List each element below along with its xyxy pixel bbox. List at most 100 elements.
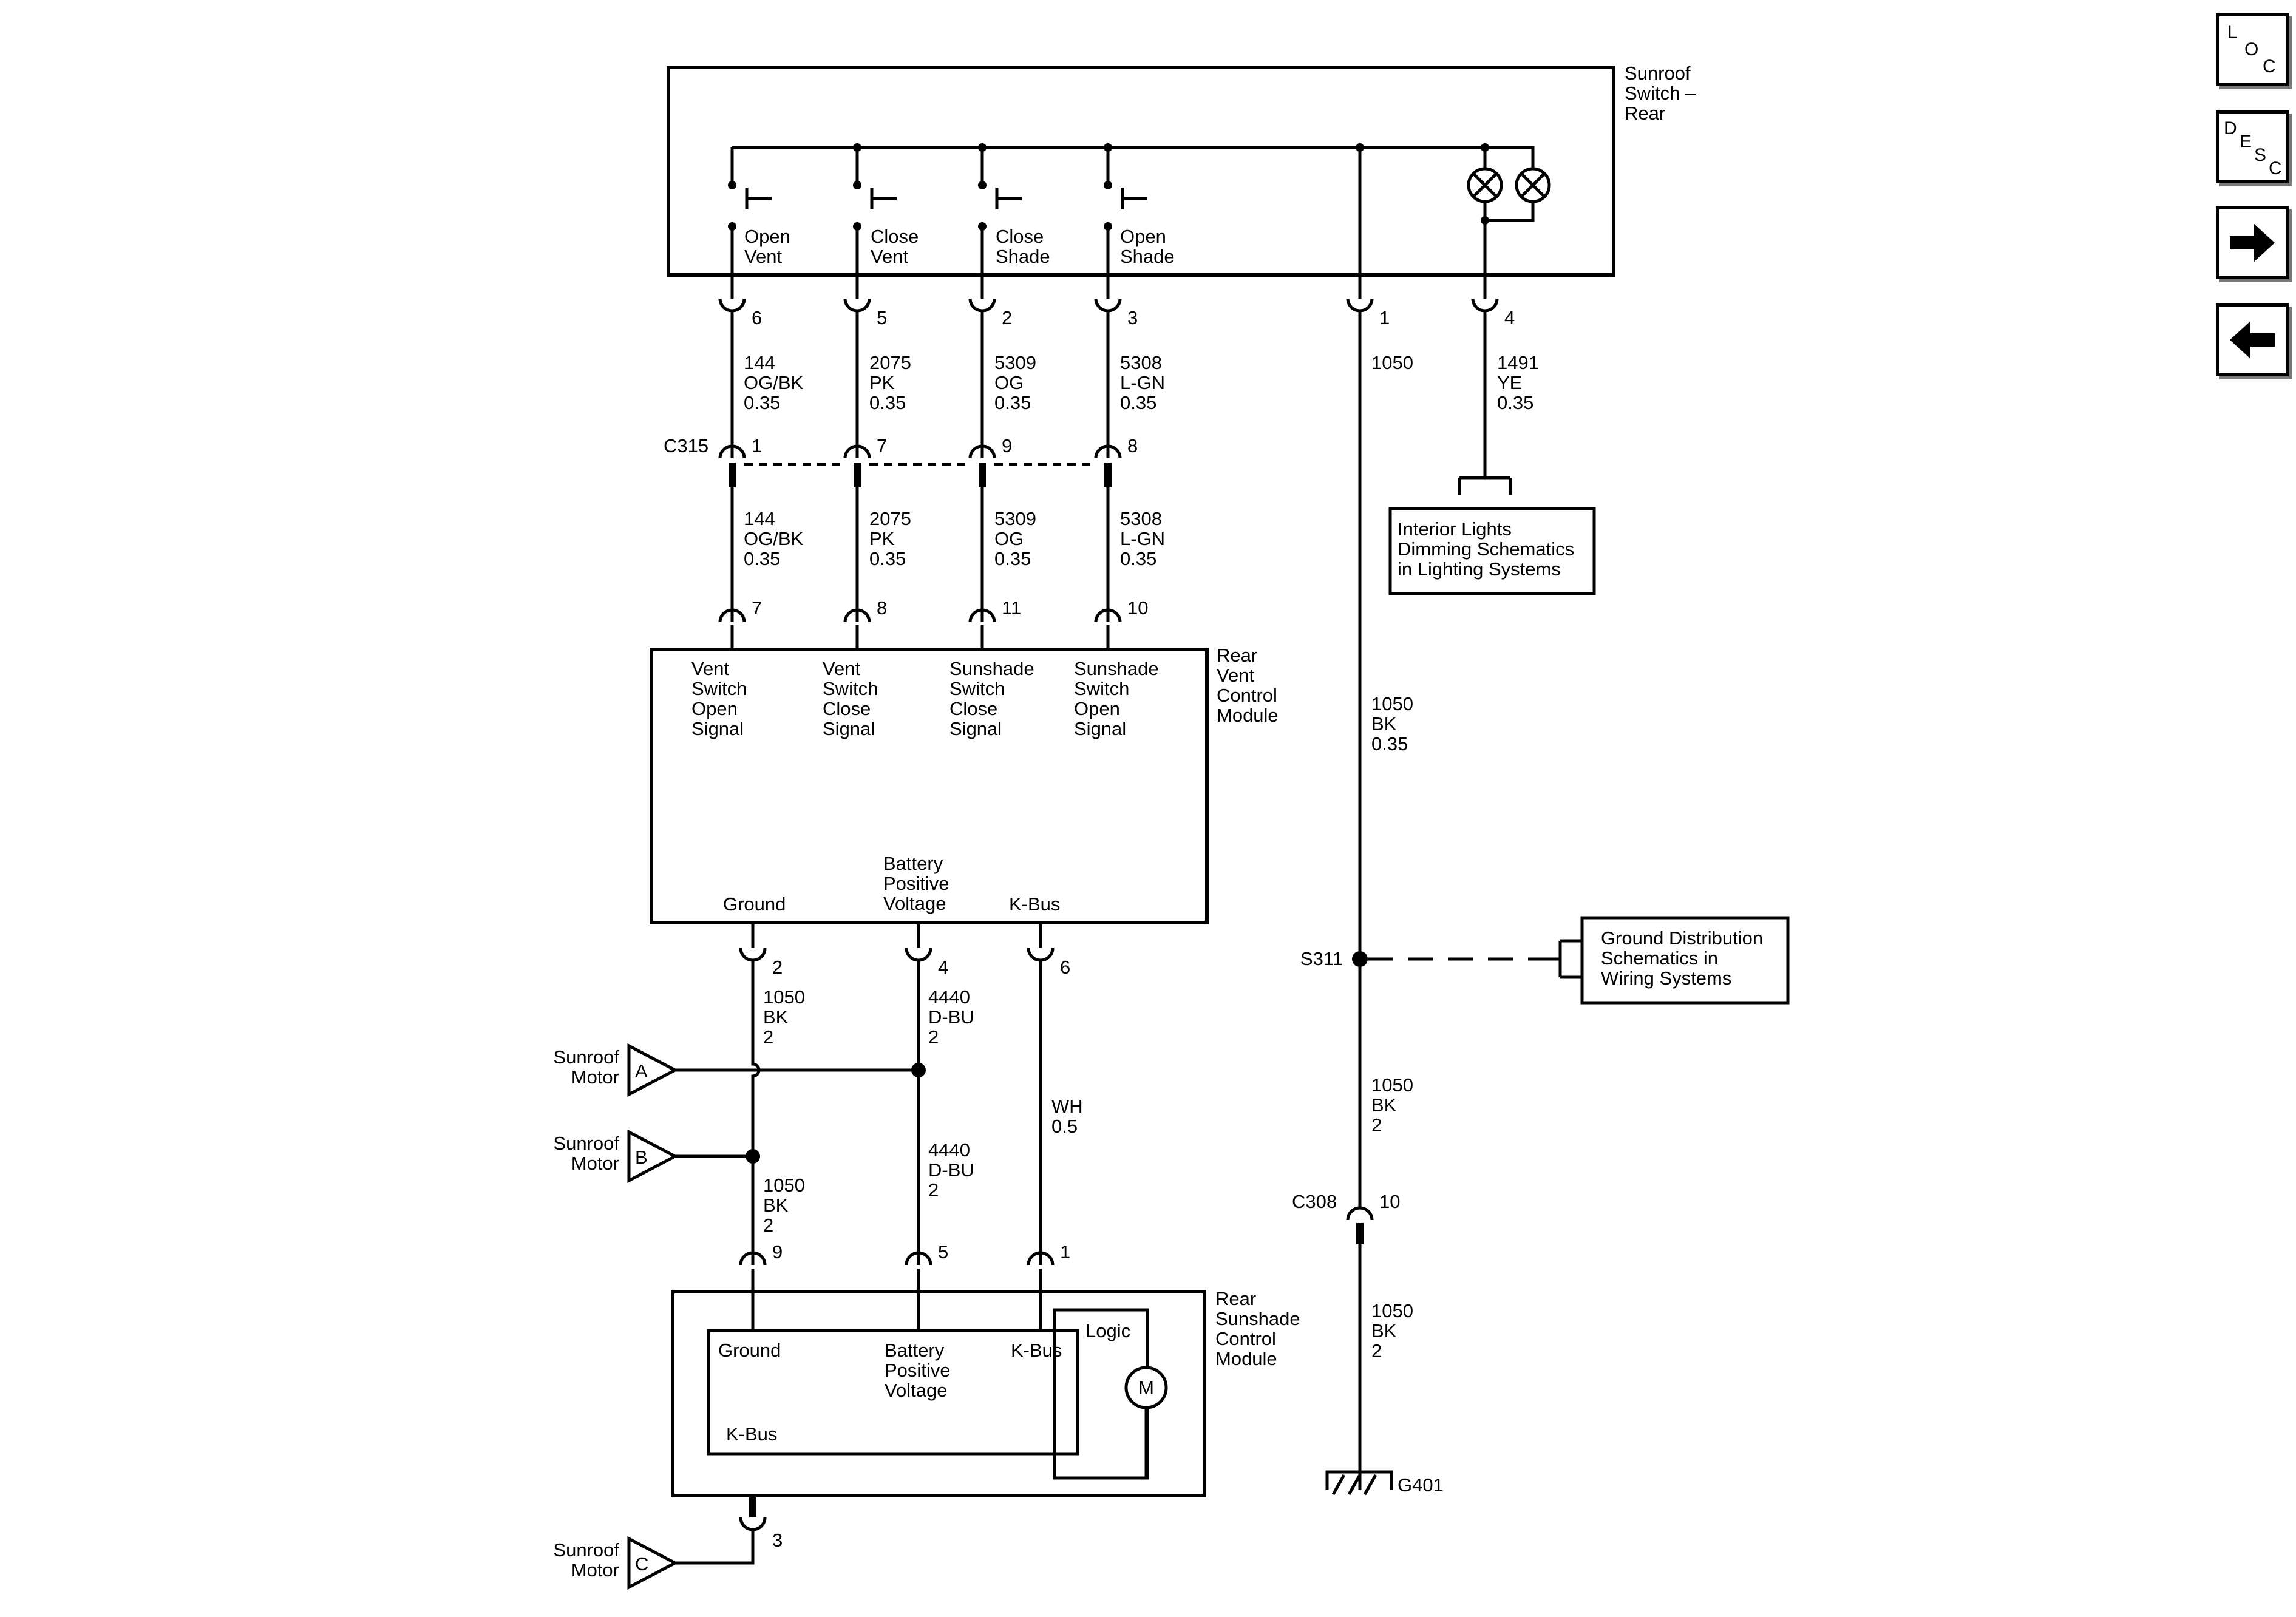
switch-close-shade <box>978 147 1022 275</box>
desc-letter: S <box>2254 145 2267 165</box>
motor-ref-letter: A <box>635 1060 648 1082</box>
sunshade-pin: 5 <box>938 1241 948 1263</box>
rear-vent-control-module-box <box>650 648 1209 924</box>
sunshade-out-pin: 3 <box>772 1530 783 1551</box>
loc-letter: O <box>2244 39 2259 59</box>
ground-distribution-ref-box[interactable] <box>1580 916 1790 1005</box>
vent-out-pin: 2 <box>772 957 783 978</box>
c315-connector <box>718 444 1122 487</box>
motor-ref-letter: C <box>635 1553 648 1575</box>
bus-junctions <box>853 143 1489 225</box>
motor-icon <box>1124 1366 1168 1409</box>
switch-pin: 5 <box>877 307 887 328</box>
arrow-left-icon <box>2230 321 2275 359</box>
interior-lights-ref-box[interactable] <box>1388 507 1596 595</box>
desc-letter: E <box>2240 132 2252 152</box>
arrow-right-icon <box>2230 224 2275 262</box>
c315-pin: 1 <box>752 435 762 456</box>
logic-label: Logic <box>1085 1320 1130 1341</box>
switch-connector <box>718 275 1499 313</box>
switch-pin: 3 <box>1127 307 1138 328</box>
vent-module-output-connector <box>739 923 1055 962</box>
c308-connector <box>1346 1206 1374 1490</box>
vent-module-pin: 11 <box>1002 597 1021 619</box>
next-page-button[interactable] <box>2216 206 2289 279</box>
sunshade-kbus-top-label: K-Bus <box>1011 1340 1062 1361</box>
c308-pin: 10 <box>1379 1191 1400 1212</box>
s311-splice <box>1352 951 1368 967</box>
vent-ground-label: Ground <box>723 893 786 915</box>
motor-ref-letter: B <box>635 1147 648 1168</box>
switch-pin: 6 <box>752 307 762 328</box>
sunshade-pin: 9 <box>772 1241 783 1263</box>
loc-button[interactable]: L O C <box>2216 13 2289 86</box>
sunshade-kbus-bottom-label: K-Bus <box>726 1423 777 1445</box>
sunshade-ground-label: Ground <box>718 1340 781 1361</box>
sunshade-pin: 1 <box>1060 1241 1070 1263</box>
desc-button[interactable]: D E S C <box>2216 110 2289 183</box>
c315-pin: 7 <box>877 435 887 456</box>
splice-dot <box>746 1149 760 1164</box>
vent-out-pin: 4 <box>938 957 948 978</box>
vent-module-pin: 8 <box>877 597 887 619</box>
motor-symbol: M <box>1138 1377 1154 1398</box>
sunroof-switch-box <box>667 66 1615 277</box>
vent-module-pin: 7 <box>752 597 762 619</box>
switch-close-vent <box>853 147 897 275</box>
g401-label: G401 <box>1398 1474 1444 1496</box>
illumination-lamp-icon <box>1467 147 1551 220</box>
loc-letter: L <box>2227 22 2238 42</box>
ground-symbol-icon <box>1325 1470 1393 1496</box>
vent-out-pin: 6 <box>1060 957 1070 978</box>
switch-pin: 1 <box>1379 307 1390 328</box>
wire-label: 1050 <box>1371 352 1413 373</box>
splice-dot <box>911 1063 926 1077</box>
switch-open-vent <box>728 147 772 275</box>
sunroof-switch-label: Sunroof Switch – Rear <box>1625 63 1701 124</box>
loc-letter: C <box>2263 56 2276 76</box>
switch-open-shade <box>1104 147 1147 275</box>
previous-page-button[interactable] <box>2216 303 2289 376</box>
vent-module-pin: 10 <box>1127 597 1148 619</box>
c315-label: C315 <box>664 435 708 456</box>
sunshade-input-connector <box>739 1251 1055 1292</box>
vent-module-input-connector <box>718 608 1122 649</box>
sunshade-inner-box <box>707 1329 1079 1456</box>
